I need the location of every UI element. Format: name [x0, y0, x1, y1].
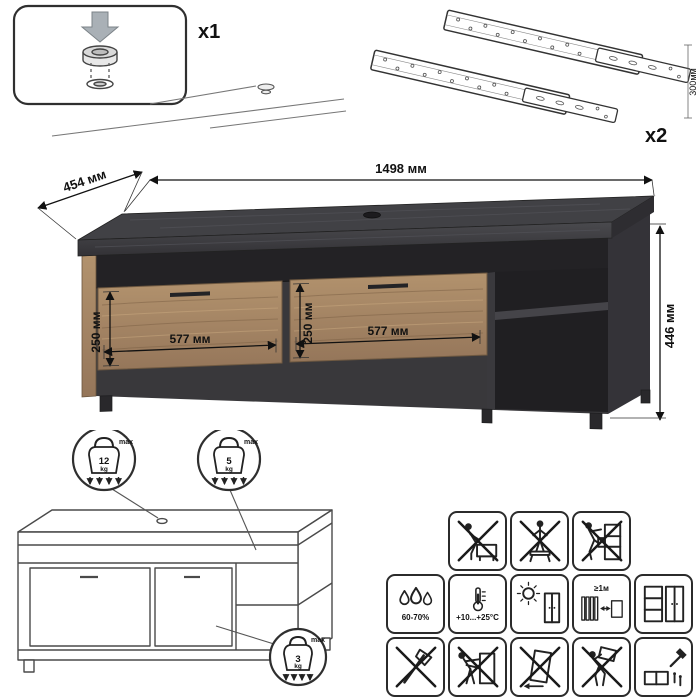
drawer-load-value: 3: [295, 654, 300, 665]
right-drawer-height-label: 250 мм: [301, 302, 315, 343]
temperature-range-label: +10...+25°C: [456, 613, 499, 622]
dimension-lines: [37, 170, 666, 421]
right-drawer: [289, 272, 488, 363]
right-side-panel: [608, 212, 650, 414]
top-load-value: 12: [99, 456, 110, 467]
heat-source-distance-icon: ≥1м: [572, 574, 631, 634]
left-drawer-height-label: 250 мм: [89, 311, 103, 352]
left-drawer: [97, 280, 283, 371]
down-arrows-icon: [86, 477, 122, 486]
top-load-unit: kg: [100, 466, 108, 473]
weight-icon: [219, 436, 239, 448]
drawer-slides-diagram: x2 300мм: [369, 9, 698, 147]
no-pushing-icon: [448, 637, 507, 697]
down-arrows-icon: [211, 477, 247, 486]
heat-distance-label: ≥1м: [594, 583, 609, 593]
top-load-max: max: [119, 439, 133, 446]
slide-length-label: 300мм: [688, 68, 698, 95]
callout-leaders: [111, 488, 275, 645]
legs: [99, 389, 651, 430]
warning-icon-grid: 60-70% +10...+25°C ≥1м: [386, 511, 693, 697]
foot-on-panel-icon: [257, 83, 275, 95]
top-load-callout: 12 kg max: [71, 430, 137, 492]
top-panel: [77, 195, 656, 257]
open-compartment: [495, 268, 608, 412]
load-limits-diagram: 12 kg max 5 kg max 3 kg max: [17, 430, 333, 687]
tv-stand-render: 1498 мм 454 мм 446 мм 250 мм 577 мм 250 …: [37, 161, 677, 430]
width-dimension-label: 1498 мм: [375, 161, 427, 176]
no-dragging-icon: [510, 637, 569, 697]
divider-panel: [487, 272, 495, 411]
left-drawer-width-label: 577 мм: [169, 332, 210, 346]
left-drawer-handle: [170, 291, 210, 297]
foot-quantity-label: x1: [198, 21, 220, 43]
right-drawer-handle: [368, 283, 408, 289]
wardrobe-icon: [634, 574, 693, 634]
height-dimension-label: 446 мм: [662, 304, 677, 349]
no-direct-sunlight-icon: [510, 574, 569, 634]
no-climbing-icon: [572, 511, 631, 571]
drawer-load-unit: kg: [294, 663, 302, 670]
depth-dimension-label: 454 мм: [61, 166, 108, 195]
drawer-load-max: max: [311, 637, 325, 644]
foot-callout-diagram: x1: [12, 4, 347, 137]
niche-load-max: max: [244, 439, 258, 446]
niche-load-callout: 5 kg max: [196, 430, 262, 492]
no-sitting-icon: [448, 511, 507, 571]
callout-leader-lines: [51, 85, 347, 137]
weight-icon: [94, 436, 114, 448]
compartment-shelf: [495, 302, 608, 320]
furniture-foot-icon: [82, 45, 118, 90]
humidity-range-label: 60-70%: [401, 613, 430, 622]
niche-load-value: 5: [226, 456, 232, 467]
cabinet-outline: [17, 509, 333, 673]
down-arrows-icon: [282, 674, 314, 682]
humidity-icon: 60-70%: [386, 574, 445, 634]
assembly-tools-icon: [634, 637, 693, 697]
press-down-arrow-icon: [80, 11, 120, 43]
cable-hole: [363, 211, 381, 219]
no-axe-icon: [386, 637, 445, 697]
open-niche: [96, 238, 608, 288]
no-standing-icon: [510, 511, 569, 571]
slides-quantity-label: x2: [645, 125, 667, 147]
temperature-icon: +10...+25°C: [448, 574, 507, 634]
no-carrying-alone-icon: [572, 637, 631, 697]
niche-load-unit: kg: [225, 466, 233, 473]
drawer-load-callout: 3 kg max: [268, 627, 328, 687]
right-drawer-width-label: 577 мм: [367, 324, 408, 338]
weight-icon: [289, 635, 307, 646]
